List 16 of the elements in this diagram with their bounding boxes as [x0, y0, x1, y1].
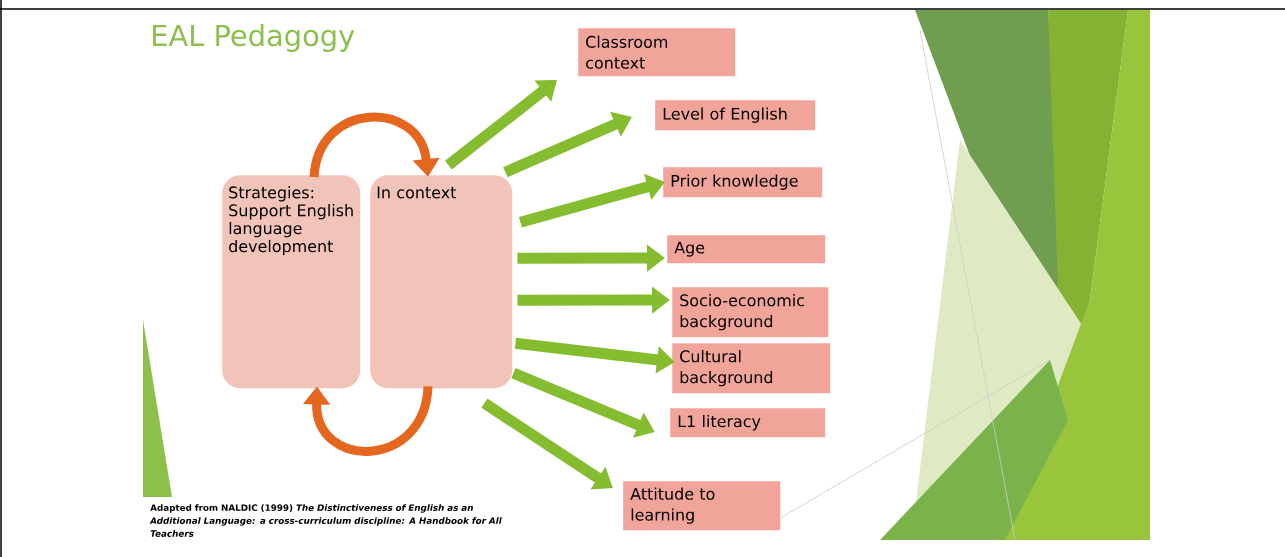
- factor-box: Socio-economic background: [672, 287, 829, 338]
- curved-arrow: [309, 112, 440, 178]
- factor-box: Attitude to learning: [623, 481, 781, 531]
- factor-box: Level of English: [655, 100, 816, 131]
- block-arrow: [481, 398, 613, 490]
- curved-arrow: [302, 385, 433, 456]
- factor-box: Cultural background: [672, 343, 831, 394]
- caption: Adapted from NALDIC (1999) The Distinctiveness of English as an Additional Language: a cross-curriculum discipline: A Handbook for All Teachers: [149, 504, 502, 537]
- process-box: In context: [370, 175, 513, 389]
- factor-box: Classroom context: [578, 28, 736, 77]
- factor-box: L1 literacy: [670, 408, 826, 438]
- process-box: Strategies: Support English language development: [222, 175, 361, 389]
- block-arrow: [445, 80, 557, 170]
- title: EAL Pedagogy: [153, 24, 355, 52]
- factor-box: Age: [667, 235, 826, 264]
- factor-box: Prior knowledge: [663, 167, 823, 198]
